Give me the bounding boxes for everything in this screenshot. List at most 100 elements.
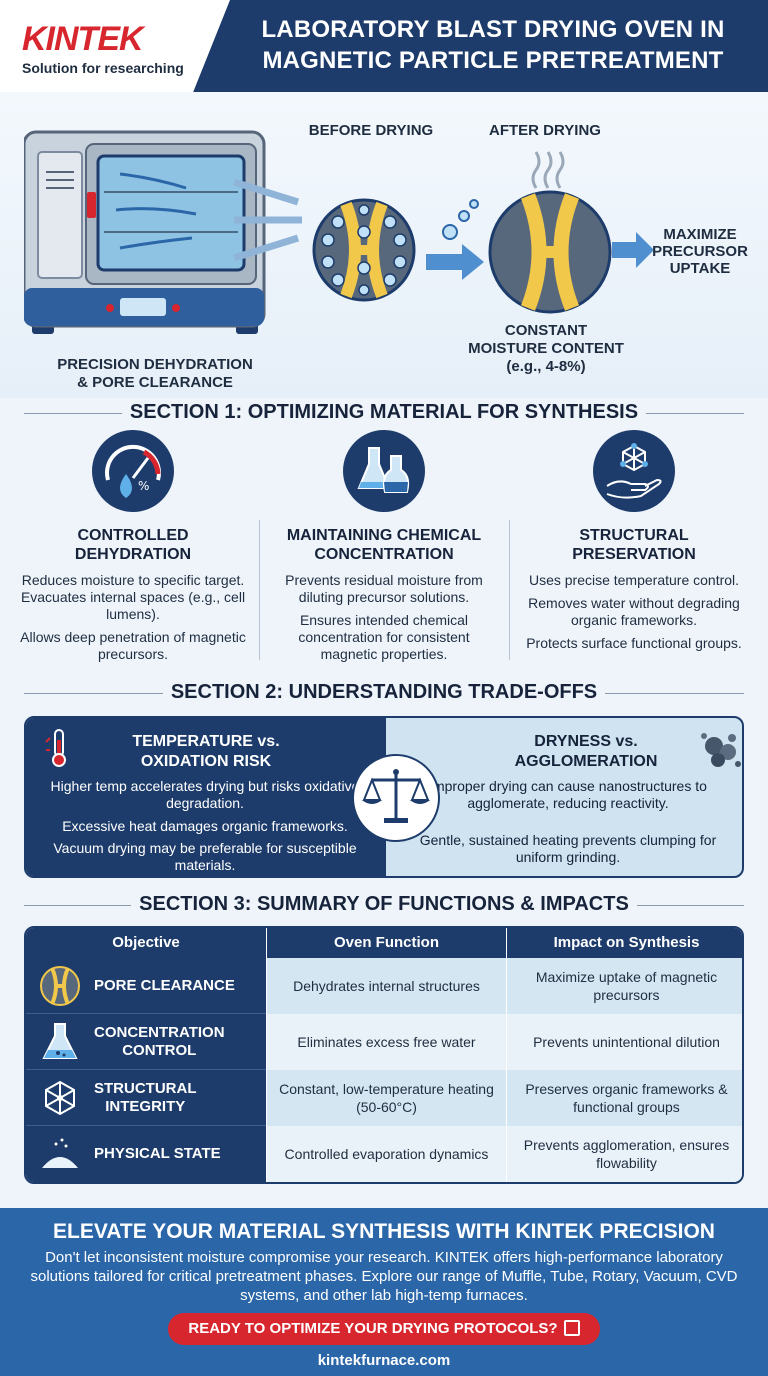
table-row: PORE CLEARANCE Dehydrates internal struc…: [26, 958, 742, 1014]
label-precision-line1: PRECISION DEHYDRATION: [57, 356, 253, 373]
footer-headline: ELEVATE YOUR MATERIAL SYNTHESIS WITH KIN…: [53, 1220, 715, 1243]
impact-cell: Preserves organic frameworks & functiona…: [506, 1070, 742, 1126]
page-title-line2: MAGNETIC PARTICLE PRETREATMENT: [262, 47, 724, 74]
label-after-drying: AFTER DRYING: [489, 122, 601, 139]
function-cell: Dehydrates internal structures: [266, 958, 506, 1014]
impact-cell: Prevents unintentional dilution: [506, 1014, 742, 1070]
tradeoff-text: Improper drying can cause nanostructures…: [429, 778, 707, 811]
section2-heading: SECTION 2: UNDERSTANDING TRADE-OFFS: [0, 678, 768, 708]
powder-pile-icon: [42, 1138, 78, 1168]
impact-cell: Maximize uptake of magnetic precursors: [506, 958, 742, 1014]
objective-cell: PHYSICAL STATE: [26, 1126, 266, 1182]
summary-table: Objective Oven Function Impact on Synthe…: [24, 926, 744, 1184]
tradeoff-text: Vacuum drying may be preferable for susc…: [53, 840, 357, 873]
airflow-arrows-icon: [232, 178, 302, 262]
wet-particle-icon: [312, 198, 416, 302]
process-arrow-icon: [426, 244, 484, 280]
column-header: Objective: [112, 934, 180, 951]
pore-particle-icon: [40, 965, 80, 1006]
label-maximize-line3: UPTAKE: [669, 260, 731, 277]
column-divider: [259, 520, 260, 660]
molecule-network-icon: [45, 1080, 75, 1115]
label-before-drying: BEFORE DRYING: [308, 122, 434, 139]
tradeoff-panel: TEMPERATURE vs.OXIDATION RISK Higher tem…: [24, 716, 744, 878]
function-cell: Constant, low-temperature heating (50-60…: [266, 1070, 506, 1126]
objective-label: PHYSICAL STATE: [94, 1145, 221, 1162]
function-cell: Controlled evaporation dynamics: [266, 1126, 506, 1182]
column-text: Reduces moisture to specific target. Eva…: [20, 572, 246, 622]
column-text: Removes water without degrading organic …: [528, 595, 740, 628]
page-title: LABORATORY BLAST DRYING OVEN IN MAGNETIC…: [226, 14, 760, 76]
tradeoff-text: Excessive heat damages organic framework…: [62, 818, 348, 834]
cta-label: READY TO OPTIMIZE YOUR DRYING PROTOCOLS?: [188, 1320, 558, 1337]
column-divider: [509, 520, 510, 660]
optimize-protocols-button[interactable]: READY TO OPTIMIZE YOUR DRYING PROTOCOLS?: [168, 1313, 600, 1345]
label-precision-dehydration: PRECISION DEHYDRATION & PORE CLEARANCE: [20, 356, 290, 392]
section2-heading-text: SECTION 2: UNDERSTANDING TRADE-OFFS: [162, 681, 606, 703]
label-constant-line3: (e.g., 4-8%): [506, 358, 586, 375]
tradeoff-text: Gentle, sustained heating prevents clump…: [419, 832, 717, 865]
table-header: Objective Oven Function Impact on Synthe…: [26, 928, 742, 958]
column-text: Prevents residual moisture from diluting…: [285, 572, 483, 605]
column-text: Allows deep penetration of magnetic prec…: [20, 629, 246, 662]
section3-heading-text: SECTION 3: SUMMARY OF FUNCTIONS & IMPACT…: [131, 893, 637, 915]
page-title-line1: LABORATORY BLAST DRYING OVEN IN: [261, 16, 725, 43]
column-text: Protects surface functional groups.: [526, 635, 742, 651]
footer-body: Don't let inconsistent moisture compromi…: [30, 1249, 738, 1304]
column-header: Oven Function: [266, 928, 506, 958]
uptake-arrow-icon: [612, 232, 654, 268]
dry-particle-icon: [488, 190, 612, 314]
website-link[interactable]: kintekfurnace.com: [317, 1352, 451, 1369]
tradeoff-title: TEMPERATURE vs.OXIDATION RISK: [132, 733, 280, 770]
flask-icon: [42, 1022, 78, 1059]
gauge-droplet-icon: %: [92, 430, 174, 512]
label-constant-line2: MOISTURE CONTENT: [468, 340, 624, 357]
agglomerate-particles-icon: [701, 733, 741, 767]
flasks-icon: [343, 430, 425, 512]
tradeoff-title: DRYNESS vs.AGGLOMERATION: [514, 733, 658, 770]
label-constant-moisture: CONSTANT MOISTURE CONTENT (e.g., 4-8%): [440, 322, 652, 376]
objective-label: PORE CLEARANCE: [94, 976, 235, 994]
section3-heading: SECTION 3: SUMMARY OF FUNCTIONS & IMPACT…: [0, 890, 768, 920]
label-maximize-line1: MAXIMIZE: [663, 226, 737, 243]
hand-molecule-icon: [593, 430, 675, 512]
label-maximize-line2: PRECURSOR: [652, 243, 748, 260]
footer-cta-banner: ELEVATE YOUR MATERIAL SYNTHESIS WITH KIN…: [0, 1208, 768, 1376]
tradeoff-temperature: TEMPERATURE vs.OXIDATION RISK Higher tem…: [26, 718, 386, 876]
label-constant-line1: CONSTANT: [504, 322, 588, 339]
contact-card-icon: [563, 1320, 580, 1336]
tradeoff-text: Higher temp accelerates drying but risks…: [50, 778, 360, 811]
section1-heading: SECTION 1: OPTIMIZING MATERIAL FOR SYNTH…: [0, 398, 768, 428]
thermometer-icon: [45, 729, 66, 767]
impact-cell: Prevents agglomeration, ensures flowabil…: [506, 1126, 742, 1182]
brand-tagline: Solution for researching: [22, 60, 184, 76]
column-header: Impact on Synthesis: [506, 928, 742, 958]
brand-logo: KINTEK: [22, 20, 144, 58]
table-row: PHYSICAL STATE Controlled evaporation dy…: [26, 1126, 742, 1182]
column-text: Uses precise temperature control.: [528, 572, 740, 588]
label-maximize-uptake: MAXIMIZE PRECURSOR UPTAKE: [640, 226, 760, 277]
steam-icon: [531, 151, 565, 189]
tradeoff-dryness: DRYNESS vs.AGGLOMERATION Improper drying…: [386, 718, 742, 876]
section1-heading-text: SECTION 1: OPTIMIZING MATERIAL FOR SYNTH…: [121, 401, 647, 423]
svg-text:%: %: [138, 479, 149, 493]
logo-panel: KINTEK Solution for researching: [0, 0, 230, 92]
function-cell: Eliminates excess free water: [266, 1014, 506, 1070]
vapor-bubbles-icon: [442, 199, 479, 240]
column-text: Ensures intended chemical concentration …: [298, 612, 470, 662]
label-precision-line2: & PORE CLEARANCE: [77, 374, 233, 391]
header: KINTEK Solution for researching LABORATO…: [0, 0, 768, 92]
drying-oven-icon: [24, 130, 266, 334]
balance-scale-icon: [352, 754, 440, 842]
